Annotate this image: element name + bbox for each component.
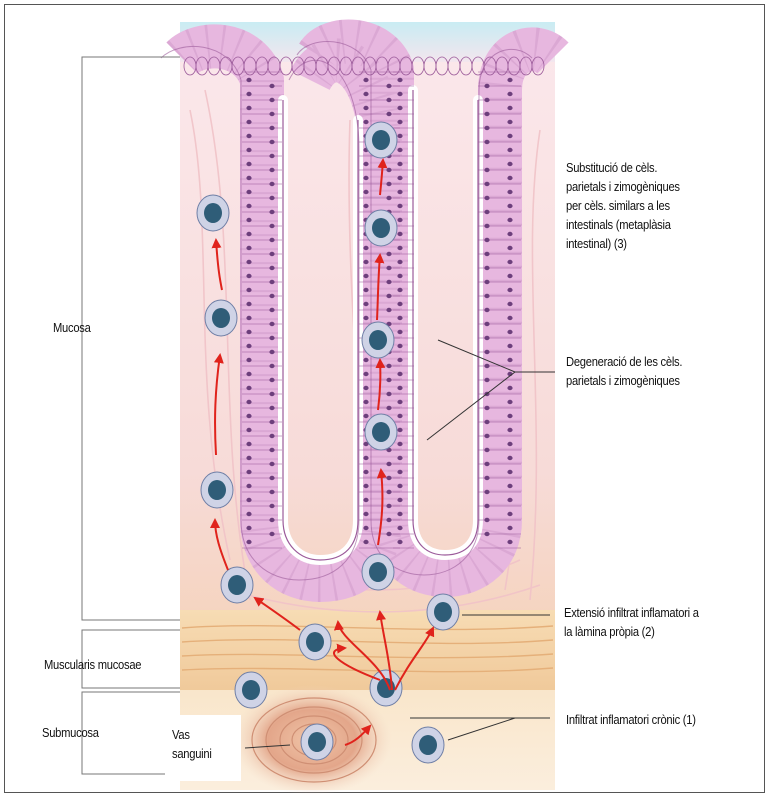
label-vas-sanguini: Vas sanguini [172,725,212,763]
inflammatory-cell [362,554,394,590]
label-submucosa: Submucosa [42,723,99,742]
label-mucosa: Mucosa [53,318,91,337]
inflammatory-cell [299,624,331,660]
inflammatory-cell [235,672,267,708]
inflammatory-cell [365,122,397,158]
inflammatory-cell [365,210,397,246]
label-infiltrat: Infiltrat inflamatori crònic (1) [566,710,696,729]
inflammatory-cell [412,727,444,763]
inflammatory-cell [427,594,459,630]
inflammatory-cell [201,472,233,508]
muscularis-mucosae-layer [180,610,555,692]
label-substitucio: Substitució de cèls. parietals i zimogèn… [566,158,680,253]
inflammatory-cell [205,300,237,336]
label-extensio: Extensió infiltrat inflamatori a la làmi… [564,603,699,641]
label-degeneracio: Degeneració de les cèls. parietals i zim… [566,352,682,390]
inflammatory-cell [362,322,394,358]
inflammatory-cell [370,670,402,706]
label-muscularis-mucosae: Muscularis mucosae [44,655,141,674]
inflammatory-cell [365,414,397,450]
inflammatory-cell [221,567,253,603]
mucosa-bracket [82,57,180,620]
inflammatory-cell [197,195,229,231]
inflammatory-cell [301,724,333,760]
